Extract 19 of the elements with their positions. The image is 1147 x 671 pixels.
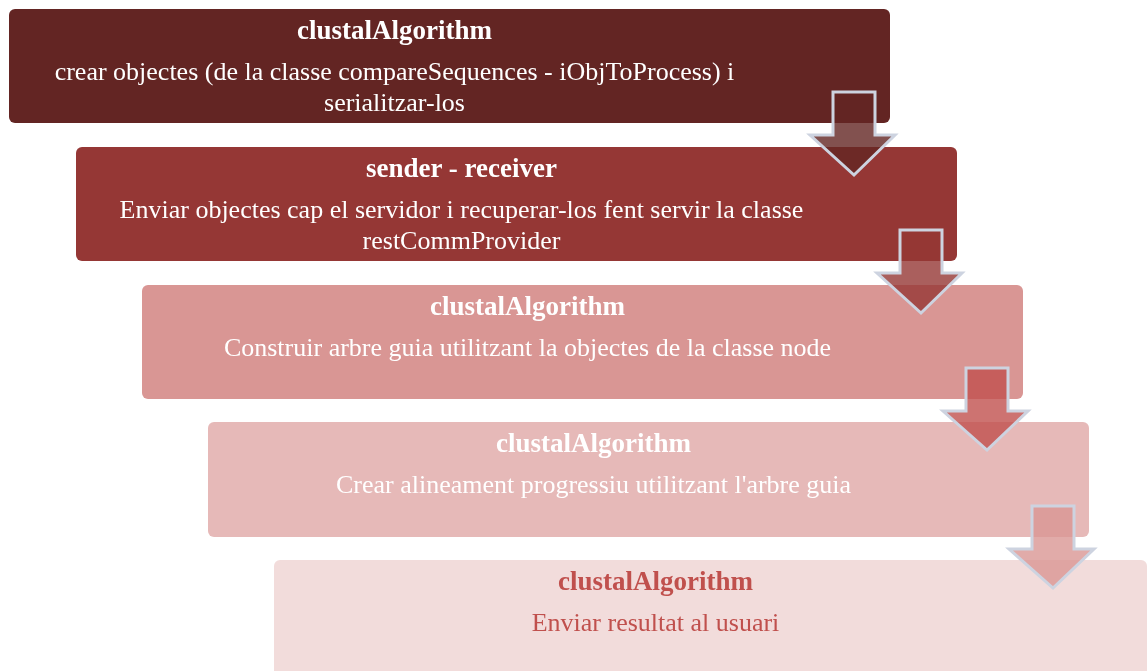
step-title: clustalAlgorithm xyxy=(297,14,492,47)
step-description: Construir arbre guia utilitzant la objectes de la classe node xyxy=(223,332,832,363)
block-arrow xyxy=(939,366,1032,453)
process-box xyxy=(9,9,890,123)
process-box xyxy=(274,560,1147,671)
process-box xyxy=(76,147,957,261)
process-box xyxy=(142,285,1023,399)
step-description: Crear alineament progressiu utilitzant l'arbre guia xyxy=(335,469,852,500)
step-description: Enviar objectes cap el servidor i recuperar-los fent servir la classe restCommProvider xyxy=(118,194,805,256)
process-box xyxy=(208,422,1089,537)
step-description: Enviar resultat al usuari xyxy=(531,607,780,638)
block-arrow xyxy=(806,90,899,178)
step-title: sender - receiver xyxy=(366,152,557,185)
step-title: clustalAlgorithm xyxy=(496,427,691,460)
step-title: clustalAlgorithm xyxy=(430,290,625,323)
step-title: clustalAlgorithm xyxy=(558,565,753,598)
block-arrow xyxy=(873,228,966,316)
block-arrow xyxy=(1005,504,1098,591)
step-description: crear objectes (de la classe compareSequences - iObjToProcess) i serialitzar-los xyxy=(53,56,736,118)
